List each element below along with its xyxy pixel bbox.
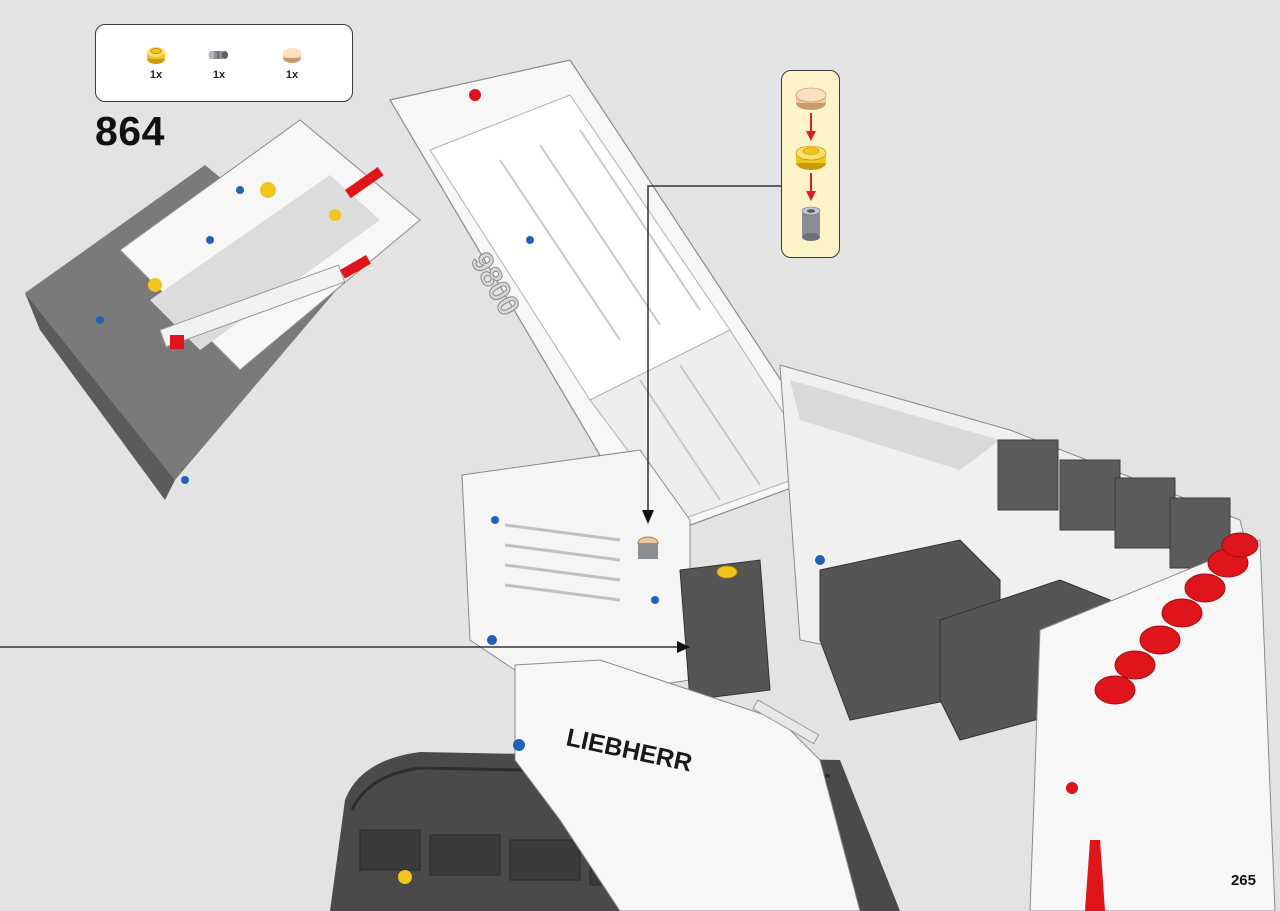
cab-block: [461, 449, 771, 701]
callout-line-top: [647, 185, 781, 510]
lower-body: LIEBHERR: [513, 659, 1078, 911]
yellow-round-tile-icon: [147, 47, 165, 64]
grey-connector-icon: [801, 206, 821, 241]
callout-arrowhead: [677, 641, 690, 653]
subassembly-diagram: [795, 87, 827, 241]
yellow-round-tile-icon: [795, 145, 827, 170]
parts-list-box: 1x 1x 1x: [95, 24, 353, 102]
part-qty: 1x: [149, 69, 163, 81]
boom-rear-section: [25, 119, 421, 500]
part-qty: 1x: [285, 69, 299, 81]
step-number: 864: [95, 108, 165, 154]
part-qty: 1x: [212, 69, 226, 81]
down-arrow-icon: [806, 173, 816, 201]
grey-pin-icon: [208, 51, 228, 59]
callout-arrowhead: [642, 510, 654, 524]
tan-round-tile-icon: [795, 87, 827, 110]
part-item: 1x: [272, 43, 312, 81]
subassembly-box: [781, 70, 840, 258]
tan-round-tile-icon: [283, 48, 301, 63]
page-number: 265: [1230, 872, 1256, 889]
blue-pins: [96, 186, 825, 645]
part-item: 1x: [136, 43, 176, 81]
down-arrow-icon: [806, 113, 816, 141]
counterweight: [1029, 532, 1276, 911]
part-item: 1x: [199, 43, 239, 81]
